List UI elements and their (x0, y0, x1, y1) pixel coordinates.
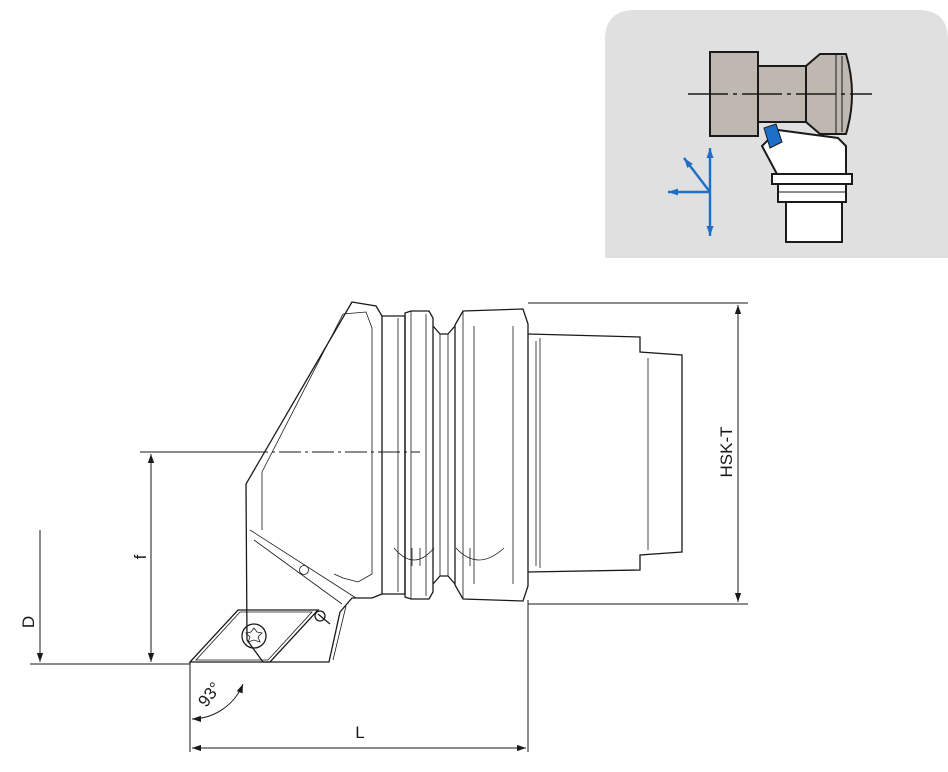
axes-icon (668, 148, 714, 236)
orientation-panel (605, 10, 948, 258)
dimension-lines (30, 302, 748, 752)
insert-icon (763, 123, 783, 149)
label-d: D (19, 616, 38, 628)
angle-arc (191, 683, 244, 722)
label-l: L (355, 723, 364, 742)
tool-body (188, 301, 683, 663)
label-angle: 93° (194, 679, 225, 711)
label-hsk-t: HSK-T (717, 427, 736, 478)
label-f: f (131, 554, 150, 559)
holder-icon (760, 123, 853, 243)
spindle-icon (688, 51, 872, 137)
